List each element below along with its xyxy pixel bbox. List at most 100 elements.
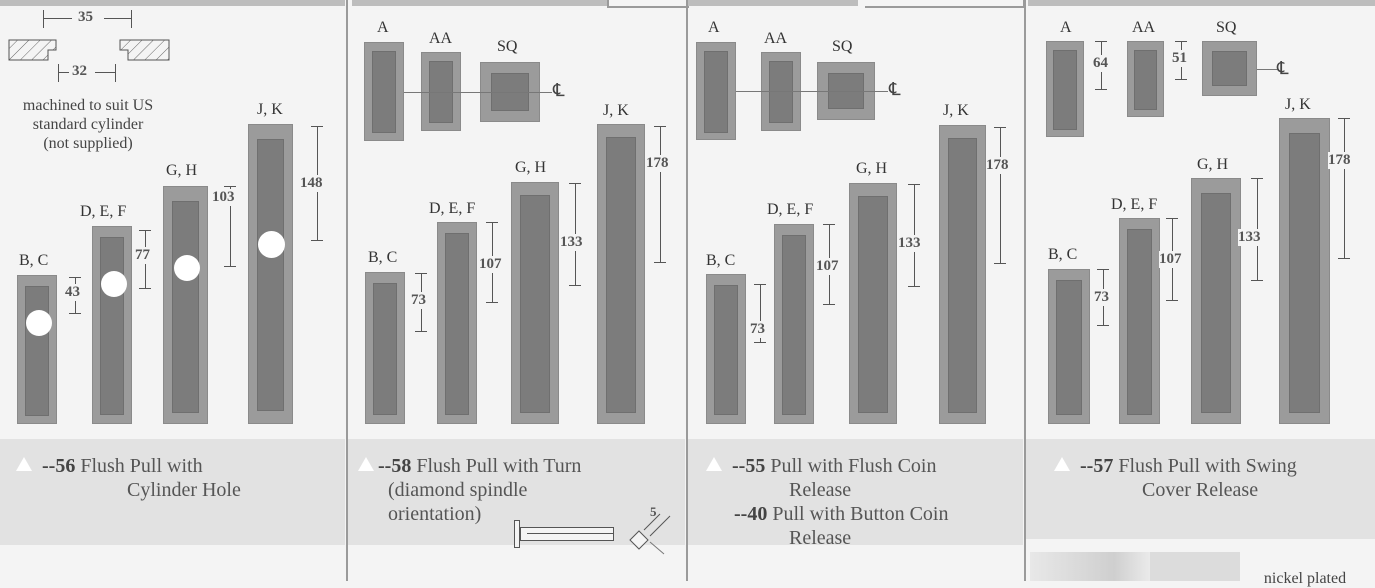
dim-tick [224,266,236,267]
dim-line [230,186,231,266]
dim-tick [415,331,427,332]
centerline-symbol: ℄ [553,80,565,100]
dim-35: 35 [78,9,93,25]
size-label-bc: B, C [706,252,736,269]
center-axis-line [1257,69,1277,70]
dim-tick [1097,269,1109,270]
dim-tick [823,304,835,305]
center-axis-line [404,92,552,93]
diamond-spindle-icon [629,513,671,555]
pull-plate-gh [849,183,897,424]
dim-tick [311,126,323,127]
dim-tick [1095,89,1107,90]
plate-recess [781,235,807,415]
size-label-gh: G, H [1197,156,1229,173]
pull-plate-gh [511,182,559,424]
size-label-aa: AA [764,30,788,47]
product-subtitle: (diamond spindle [388,479,528,501]
plate-recess [768,61,794,123]
product-code: --55 [732,455,766,477]
dim-line-32 [95,72,115,73]
pull-plate-jk [597,124,645,424]
plate-recess [444,233,470,415]
plate-recess [372,283,398,415]
triangle-icon [1054,457,1070,471]
dim-133: 133 [898,235,921,252]
cylinder-hole [174,255,200,281]
pull-plate-jk [248,124,293,424]
cylinder-section-drawing [8,39,170,61]
plate-recess [1053,50,1077,130]
dim-43: 43 [65,284,80,301]
size-label-jk: J, K [257,101,283,118]
dim-tick [754,342,766,343]
caption: --55 Pull with Flush Coin Release --40 P… [706,454,1024,550]
dim-tick [654,126,666,127]
size-label-gh: G, H [166,162,198,179]
dim-64: 64 [1093,55,1108,72]
dim-107: 107 [816,258,839,275]
product-title: Release [789,479,852,501]
triangle-icon [16,457,32,471]
plate-recess [1200,193,1232,413]
dim-178: 178 [986,157,1009,174]
size-label-gh: G, H [856,160,888,177]
size-label-sq: SQ [497,38,518,55]
dim-tick [486,302,498,303]
dim-148: 148 [300,175,323,192]
cylinder-hole [101,271,127,297]
product-code: --56 [42,455,76,477]
dim-tick [1251,178,1263,179]
size-label-a: A [708,19,720,36]
dim-107: 107 [1159,251,1182,268]
size-label-gh: G, H [515,159,547,176]
dim-tick [994,127,1006,128]
center-axis-line [736,91,888,92]
dim-tick [224,186,236,187]
pull-plate-bc [1048,269,1090,424]
dim-103: 103 [212,189,235,206]
dim-107: 107 [479,256,502,273]
plate-recess [1127,229,1152,415]
product-title: Release [789,527,852,549]
caption: --58 Flush Pull with Turn (diamond spind… [358,454,682,526]
pull-plate-jk [939,125,986,424]
dim-tick [139,288,151,289]
dim-line [1000,127,1001,263]
product-subtitle: orientation) [388,503,482,525]
dim-tick [994,263,1006,264]
product-title: Pull with Flush Coin [770,455,937,477]
pull-plate-def [1119,218,1160,424]
column-divider [686,0,688,581]
triangle-icon [358,457,374,471]
centerline-symbol: ℄ [889,79,901,99]
dim-32: 32 [72,63,87,79]
plate-recess [703,51,729,133]
caption-band [0,439,345,545]
plate-recess [1288,133,1321,413]
dim-tick [486,222,498,223]
pull-plate-a [1046,41,1084,137]
pull-plate-aa [1127,41,1164,117]
product-code: --57 [1080,455,1114,477]
dim-73: 73 [1094,289,1109,306]
size-label-def: D, E, F [80,203,127,220]
dim-line-35 [44,18,72,19]
size-label-aa: AA [1132,19,1156,36]
dim-tick [1338,258,1350,259]
caption-band [688,439,1023,545]
top-bar [1028,0,1375,6]
plate-recess [171,201,200,413]
size-label-jk: J, K [603,102,629,119]
tab-outline [865,0,1025,8]
pull-plate-a [364,42,404,141]
plate-recess [256,139,285,411]
cylinder-note-line: (not supplied) [43,135,133,152]
cylinder-hole [258,231,285,258]
dim-line-35 [104,18,131,19]
product-title: Pull with Button Coin [772,503,949,525]
spindle-end [514,520,520,548]
dim-5: 5 [650,504,657,519]
pull-plate-bc [365,272,405,424]
pull-plate-gh [1191,178,1241,424]
